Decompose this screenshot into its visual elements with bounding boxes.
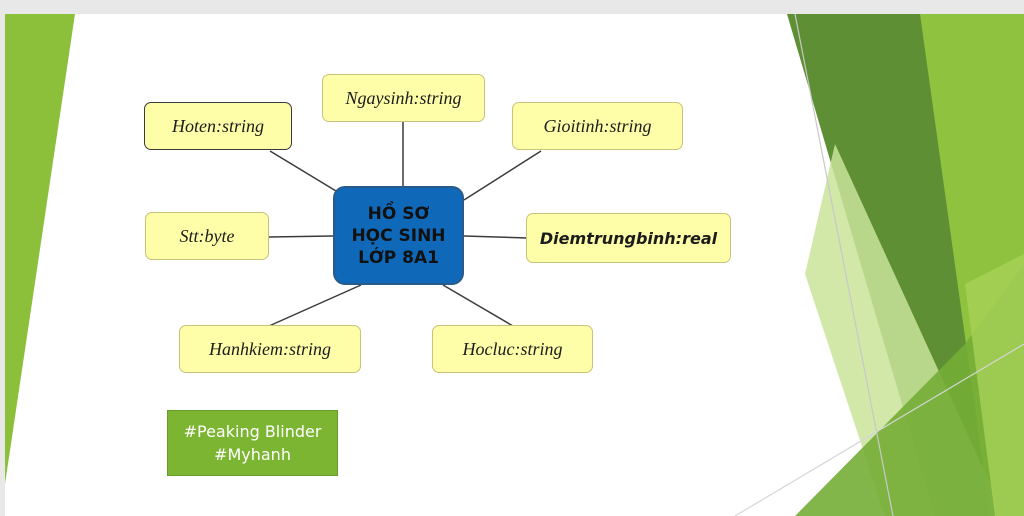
connector-diemtrungbinh [463, 235, 528, 239]
right-corner-green-shape [965, 254, 1024, 516]
connector-stt [268, 235, 334, 238]
node-hanhkiem-label: Hanhkiem:string [209, 338, 331, 359]
node-stt-label: Stt:byte [179, 225, 235, 246]
node-hocluc: Hocluc:string [432, 325, 593, 373]
decorative-background [5, 14, 1024, 516]
hashtag-line-2: #Myhanh [214, 445, 291, 464]
connector-hanhkiem [268, 284, 362, 327]
node-hocluc-label: Hocluc:string [462, 338, 563, 359]
center-line-1: HỒ SƠ [367, 203, 430, 224]
node-diemtrungbinh-label: Diemtrungbinh:real [539, 228, 718, 248]
node-ngaysinh: Ngaysinh:string [322, 74, 485, 122]
left-green-stripe [5, 14, 75, 484]
connector-lines [268, 121, 542, 327]
center-line-3: LỚP 8A1 [358, 247, 439, 268]
slide-canvas: Hoten:string Ngaysinh:string Gioitinh:st… [5, 14, 1024, 516]
right-thin-line-2 [734, 343, 1024, 516]
right-bottom-green-shape [795, 264, 1024, 516]
node-gioitinh: Gioitinh:string [512, 102, 683, 150]
node-hoten-label: Hoten:string [172, 115, 264, 136]
node-hoten: Hoten:string [144, 102, 292, 150]
node-diemtrungbinh: Diemtrungbinh:real [526, 213, 731, 263]
center-node-ho-so-hoc-sinh: HỒ SƠ HỌC SINH LỚP 8A1 [333, 186, 464, 285]
connector-gioitinh [463, 150, 542, 201]
node-stt: Stt:byte [145, 212, 269, 260]
hashtag-box: #Peaking Blinder #Myhanh [167, 410, 338, 476]
node-ngaysinh-label: Ngaysinh:string [345, 87, 462, 108]
connector-hocluc [442, 284, 514, 327]
node-hanhkiem: Hanhkiem:string [179, 325, 361, 373]
center-line-2: HỌC SINH [351, 225, 446, 246]
node-gioitinh-label: Gioitinh:string [543, 115, 652, 136]
hashtag-line-1: #Peaking Blinder [183, 422, 322, 441]
connector-hoten [269, 150, 342, 195]
